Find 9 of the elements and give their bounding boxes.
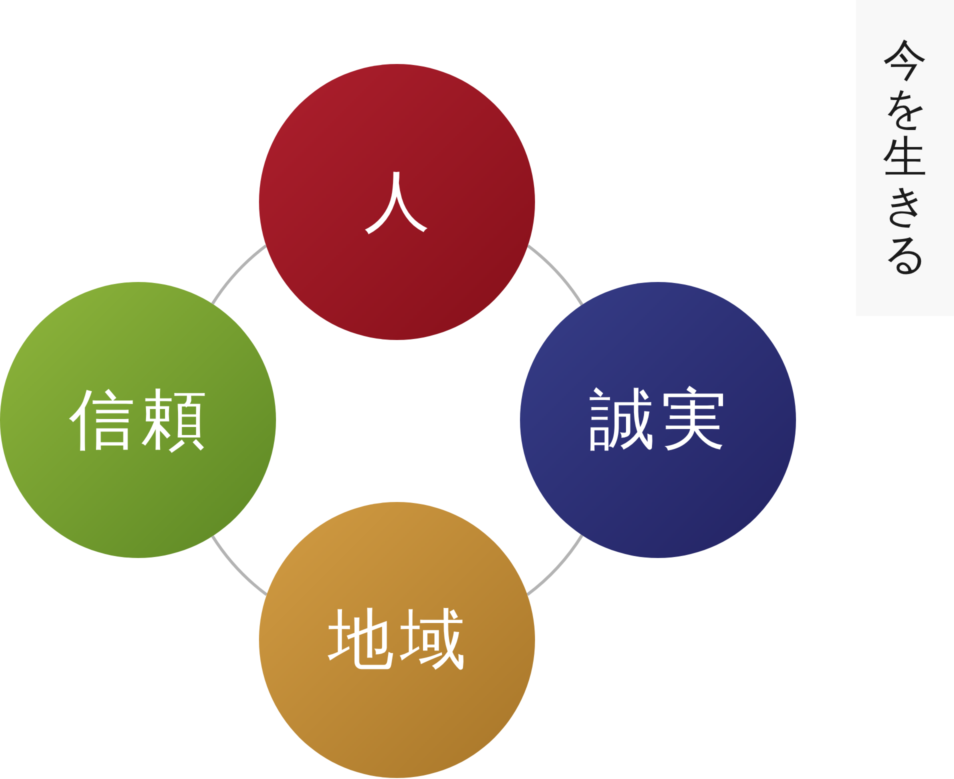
node-label: 誠実 xyxy=(588,384,733,456)
node-label: 信頼 xyxy=(68,384,213,456)
ring-connector xyxy=(211,535,268,596)
ring-connector xyxy=(526,534,584,596)
ring-connector xyxy=(526,244,584,306)
vertical-title: 今を生きる xyxy=(883,37,927,279)
node-label: 人 xyxy=(363,166,436,238)
ring-connector xyxy=(211,244,268,305)
node-label: 地域 xyxy=(326,604,472,676)
